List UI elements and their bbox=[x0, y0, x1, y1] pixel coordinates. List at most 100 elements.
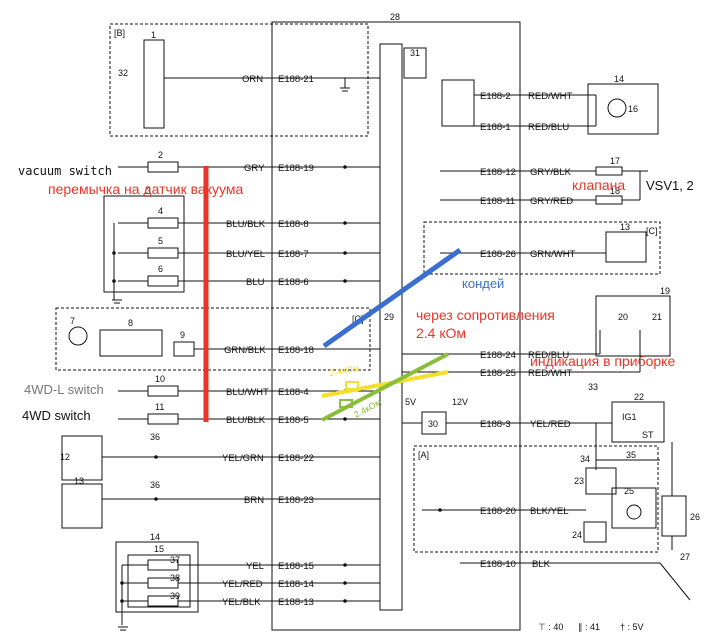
wire-red-blu: RED/BLU bbox=[528, 122, 569, 133]
wire-gry-red: GRY/RED bbox=[530, 196, 573, 207]
switch-2 bbox=[147, 161, 179, 173]
pin-e188-1: E188-1 bbox=[480, 122, 511, 133]
component-number-22: 22 bbox=[634, 392, 644, 402]
component-number-32: 32 bbox=[118, 68, 128, 78]
wire-blu-blk-2: BLU/BLK bbox=[226, 415, 266, 426]
pin-e188-15: E188-15 bbox=[278, 561, 314, 572]
fuse-18 bbox=[595, 195, 623, 205]
wire-blu: BLU bbox=[246, 277, 265, 288]
box-label-b: [B] bbox=[114, 28, 125, 38]
box-14-motor bbox=[587, 83, 659, 135]
component-number-34: 34 bbox=[580, 454, 590, 464]
wire-gry-blk: GRY/BLK bbox=[530, 167, 572, 178]
motor-16 bbox=[607, 98, 627, 118]
ignition-st: ST bbox=[642, 430, 654, 440]
box-14-bottom bbox=[115, 541, 199, 613]
pin-e188-10: E188-10 bbox=[480, 559, 516, 570]
pin-e188-7: E188-7 bbox=[278, 249, 309, 260]
component-number-14-bottom: 14 bbox=[150, 532, 160, 542]
component-number-24: 24 bbox=[572, 530, 582, 540]
pin-e188-8: E188-8 bbox=[278, 219, 309, 230]
component-number-23: 23 bbox=[574, 476, 584, 486]
box-a bbox=[413, 445, 659, 553]
component-number-18: 18 bbox=[610, 186, 620, 196]
box-c-left bbox=[55, 307, 371, 371]
ecu-number: 28 bbox=[390, 12, 400, 22]
box-label-a: [A] bbox=[418, 450, 429, 460]
box-b bbox=[109, 23, 369, 137]
box-13-right bbox=[605, 231, 647, 263]
component-number-9: 9 bbox=[180, 330, 185, 340]
component-number-2: 2 bbox=[158, 150, 163, 160]
wire-orn: ORN bbox=[242, 74, 263, 85]
pin-e188-21: E188-21 bbox=[278, 74, 314, 85]
switch-4 bbox=[147, 217, 179, 229]
component-number-7: 7 bbox=[70, 316, 75, 326]
yellow-resistor-line bbox=[321, 370, 449, 398]
component-number-39: 39 bbox=[170, 591, 180, 601]
wire-brn: BRN bbox=[244, 495, 264, 506]
blue-ac-line bbox=[322, 247, 462, 349]
component-number-17: 17 bbox=[610, 156, 620, 166]
box-26 bbox=[661, 495, 687, 537]
component-number-25: 25 bbox=[624, 486, 634, 496]
annotation-4wd-switch: 4WD switch bbox=[22, 408, 91, 423]
box-3 bbox=[103, 195, 185, 293]
ignition-ig1: IG1 bbox=[622, 412, 637, 422]
box-31 bbox=[403, 47, 427, 79]
pin-e188-14: E188-14 bbox=[278, 579, 314, 590]
switch-6 bbox=[147, 275, 179, 287]
motor-7 bbox=[68, 326, 88, 346]
box-24 bbox=[583, 521, 607, 543]
component-number-37: 37 bbox=[170, 555, 180, 565]
wire-blu-blk: BLU/BLK bbox=[226, 219, 266, 230]
component-number-26: 26 bbox=[690, 512, 700, 522]
ecu-bus bbox=[379, 43, 403, 611]
component-number-14: 14 bbox=[614, 74, 624, 84]
pin-e188-4: E188-4 bbox=[278, 387, 309, 398]
wire-red-wht: RED/WHT bbox=[528, 91, 573, 102]
pin-e188-18: E188-18 bbox=[278, 345, 314, 356]
wire-red-blu-2: RED/BLU bbox=[528, 350, 569, 361]
pin-e188-25: E188-25 bbox=[480, 368, 516, 379]
legend-ground: ⊤ : 40 bbox=[538, 622, 563, 632]
component-number-10: 10 bbox=[155, 374, 165, 384]
legend-shield: ∥ : 41 bbox=[578, 622, 600, 632]
legend-5v: † : 5V bbox=[620, 622, 644, 632]
box-19 bbox=[595, 295, 671, 357]
switch-9 bbox=[173, 341, 195, 357]
component-number-3: 3 bbox=[146, 186, 151, 196]
switch-10 bbox=[147, 385, 179, 397]
annotation-kondey: кондей bbox=[462, 276, 504, 291]
box-22 bbox=[611, 401, 665, 443]
box-label-c-right: [C] bbox=[646, 226, 658, 236]
pin-e188-20: E188-20 bbox=[480, 506, 516, 517]
box-13-left bbox=[61, 483, 103, 529]
component-number-36-a: 36 bbox=[150, 432, 160, 442]
wire-yel-red-2: YEL/RED bbox=[530, 419, 571, 430]
wire-yel-blk: YEL/BLK bbox=[222, 597, 261, 608]
component-number-21: 21 bbox=[652, 312, 662, 322]
pin-e188-13: E188-13 bbox=[278, 597, 314, 608]
wire-blk: BLK bbox=[532, 559, 551, 570]
component-number-4: 4 bbox=[158, 206, 163, 216]
box-label-c-left: [C] bbox=[352, 314, 364, 324]
pin-e188-3: E188-3 bbox=[480, 419, 511, 430]
wire-grn-wht: GRN/WHT bbox=[530, 249, 576, 260]
ecu-outline bbox=[271, 21, 521, 631]
annotation-vacuum-switch: vacuum switch bbox=[18, 164, 112, 178]
resistor-yellow bbox=[345, 381, 359, 390]
motor-25 bbox=[626, 504, 642, 520]
switch-5 bbox=[147, 247, 179, 259]
pin-e188-11: E188-11 bbox=[480, 196, 515, 207]
component-number-12: 12 bbox=[60, 452, 70, 462]
annotation-peremychka: перемычка на датчик вакуума bbox=[48, 181, 243, 197]
component-number-20: 20 bbox=[618, 312, 628, 322]
wire-yel-red: YEL/RED bbox=[222, 579, 263, 590]
annotation-klapana: клапана bbox=[572, 177, 625, 193]
component-number-31: 31 bbox=[410, 48, 420, 58]
component-number-13: 13 bbox=[74, 476, 84, 486]
component-number-16: 16 bbox=[628, 104, 638, 114]
